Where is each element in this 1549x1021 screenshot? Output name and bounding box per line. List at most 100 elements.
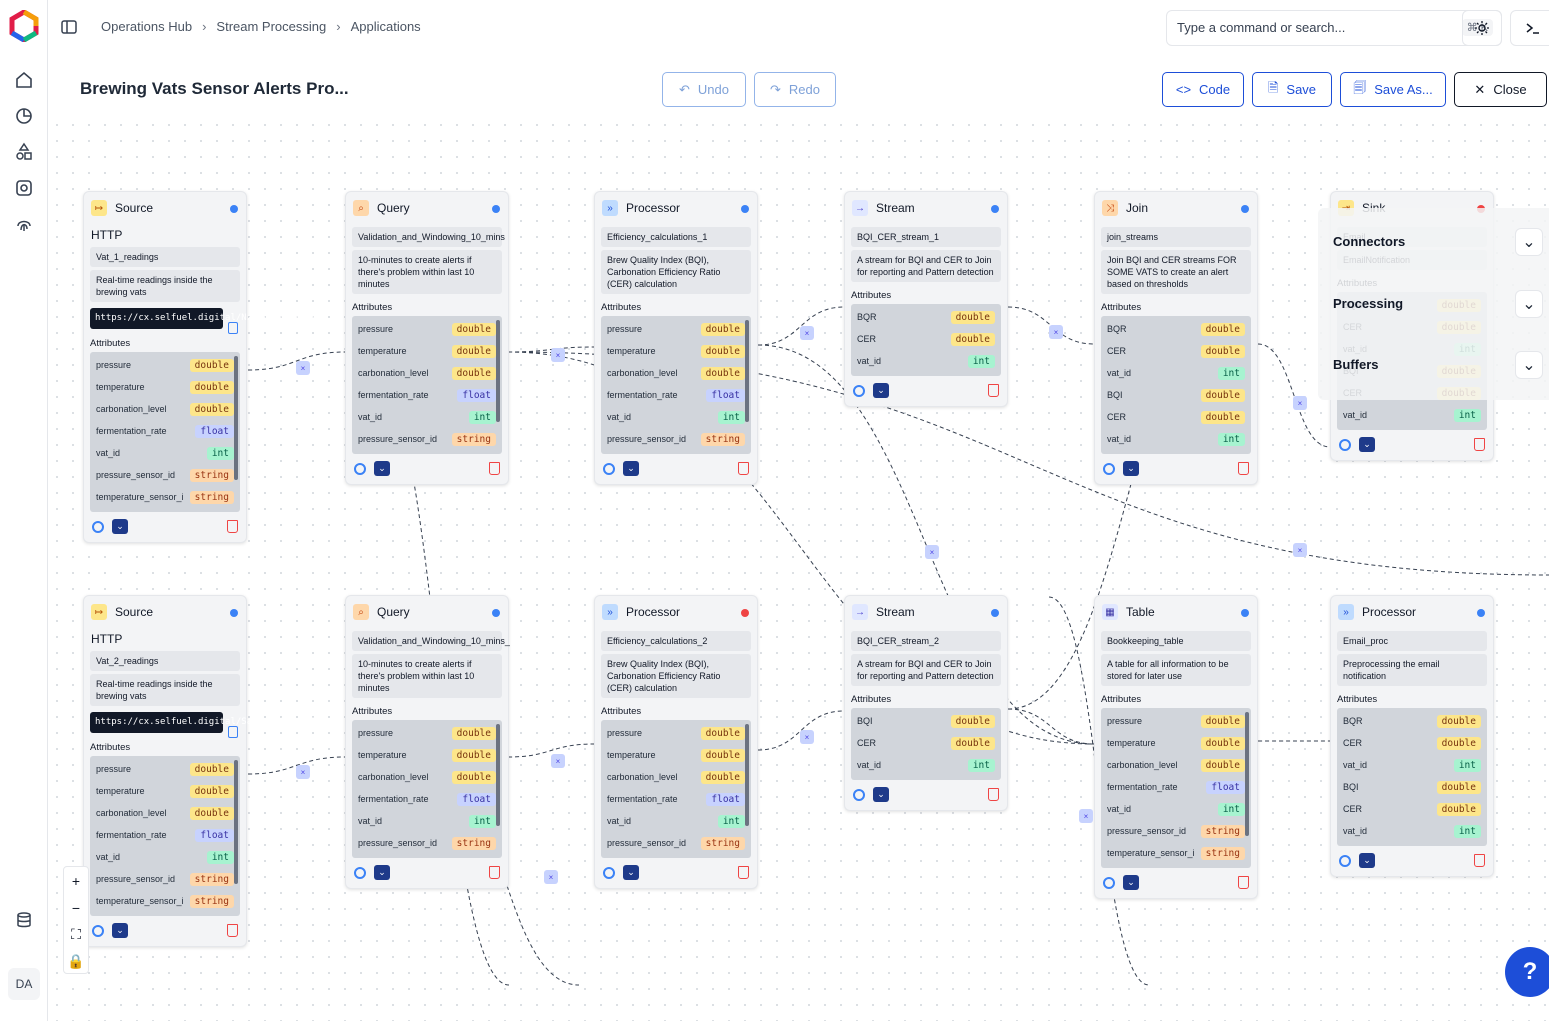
gear-icon[interactable] bbox=[853, 385, 865, 397]
edge-handle[interactable]: × bbox=[800, 730, 814, 744]
scrollbar[interactable] bbox=[496, 724, 500, 826]
code-button[interactable]: <>Code bbox=[1162, 72, 1244, 107]
endpoint-url[interactable]: https://cx.selfuel.digital/NzWQvNBNaWhjz… bbox=[90, 308, 328, 329]
scrollbar[interactable] bbox=[496, 320, 500, 422]
chevron-down-icon[interactable]: ⌄ bbox=[374, 865, 390, 880]
copy-icon[interactable] bbox=[228, 322, 238, 334]
undo-button[interactable]: ↶Undo bbox=[662, 72, 746, 107]
gear-icon[interactable] bbox=[1339, 855, 1351, 867]
breadcrumb-item[interactable]: Stream Processing bbox=[216, 19, 327, 34]
gear-icon[interactable] bbox=[1103, 463, 1115, 475]
edge-handle[interactable]: × bbox=[551, 754, 565, 768]
chevron-down-icon[interactable]: ⌄ bbox=[623, 865, 639, 880]
analytics-icon[interactable] bbox=[14, 106, 34, 126]
connection-edge[interactable] bbox=[507, 743, 595, 758]
zoom-in-button[interactable]: + bbox=[71, 872, 81, 889]
scrollbar[interactable] bbox=[745, 724, 749, 826]
chevron-down-icon[interactable]: ⌄ bbox=[1359, 853, 1375, 868]
fingerprint-icon[interactable] bbox=[14, 214, 34, 234]
user-avatar[interactable]: DA bbox=[8, 968, 40, 1000]
gear-icon[interactable] bbox=[853, 789, 865, 801]
gear-icon[interactable] bbox=[354, 463, 366, 475]
node-description-field[interactable]: A table for all information to be stored… bbox=[1101, 654, 1251, 686]
trash-icon[interactable] bbox=[227, 924, 238, 937]
trash-icon[interactable] bbox=[227, 520, 238, 533]
app-logo-icon[interactable] bbox=[8, 10, 40, 42]
node-description-field[interactable]: Preprocessing the email notification bbox=[1337, 654, 1487, 686]
edge-handle[interactable]: × bbox=[544, 870, 558, 884]
chevron-down-icon[interactable]: ⌄ bbox=[112, 519, 128, 534]
node-name-field[interactable]: Vat_2_readings bbox=[90, 651, 240, 671]
node-name-field[interactable]: BQI_CER_stream_2 bbox=[851, 631, 1001, 651]
lock-button[interactable]: 🔒 bbox=[67, 953, 85, 969]
node-description-field[interactable]: A stream for BQI and CER to Join for rep… bbox=[851, 250, 1001, 282]
trash-icon[interactable] bbox=[738, 462, 749, 475]
node-name-field[interactable]: Efficiency_calculations_2 bbox=[601, 631, 751, 651]
breadcrumb-item[interactable]: Operations Hub bbox=[101, 19, 193, 34]
shapes-icon[interactable] bbox=[14, 142, 34, 162]
connection-edge[interactable] bbox=[1257, 343, 1331, 448]
terminal-button[interactable] bbox=[1510, 10, 1549, 46]
node-name-field[interactable]: Validation_and_Windowing_10_mins_ bbox=[352, 631, 510, 651]
gear-icon[interactable] bbox=[1339, 439, 1351, 451]
node-name-field[interactable]: Email_proc bbox=[1337, 631, 1487, 651]
scrollbar[interactable] bbox=[745, 320, 749, 422]
connection-edge[interactable] bbox=[757, 710, 845, 751]
chevron-down-icon[interactable]: ⌄ bbox=[1515, 351, 1543, 379]
gear-icon[interactable] bbox=[92, 521, 104, 533]
trash-icon[interactable] bbox=[738, 866, 749, 879]
node-description-field[interactable]: 10-minutes to create alerts if there's p… bbox=[352, 250, 502, 294]
gear-icon[interactable] bbox=[603, 867, 615, 879]
node-description-field[interactable]: Real-time readings inside the brewing va… bbox=[90, 674, 240, 706]
save-as-button[interactable]: 🗐Save As... bbox=[1340, 72, 1446, 107]
node-description-field[interactable]: Join BQI and CER streams FOR SOME VATS t… bbox=[1101, 250, 1251, 294]
endpoint-url[interactable]: https://cx.selfuel.digital/SatVgUPGd8aMA… bbox=[90, 712, 328, 733]
chevron-down-icon[interactable]: ⌄ bbox=[112, 923, 128, 938]
database-icon[interactable] bbox=[14, 910, 34, 930]
edge-handle[interactable]: × bbox=[1079, 809, 1093, 823]
node-description-field[interactable]: 10-minutes to create alerts if there's p… bbox=[352, 654, 502, 698]
chevron-down-icon[interactable]: ⌄ bbox=[1515, 290, 1543, 318]
scrollbar[interactable] bbox=[1245, 712, 1249, 836]
connection-edge[interactable] bbox=[757, 344, 1095, 745]
node-description-field[interactable]: Real-time readings inside the brewing va… bbox=[90, 270, 240, 302]
trash-icon[interactable] bbox=[1238, 876, 1249, 889]
connection-edge[interactable] bbox=[1007, 708, 1095, 745]
sidebar-toggle-icon[interactable] bbox=[60, 18, 78, 36]
help-button[interactable]: ? bbox=[1505, 947, 1549, 997]
zoom-out-button[interactable]: − bbox=[71, 899, 81, 916]
copy-icon[interactable] bbox=[228, 726, 238, 738]
chevron-down-icon[interactable]: ⌄ bbox=[1123, 461, 1139, 476]
save-button[interactable]: 🗎Save bbox=[1252, 72, 1332, 107]
edge-handle[interactable]: × bbox=[551, 348, 565, 362]
trash-icon[interactable] bbox=[1474, 438, 1485, 451]
trash-icon[interactable] bbox=[1474, 854, 1485, 867]
trash-icon[interactable] bbox=[1238, 462, 1249, 475]
node-description-field[interactable]: Brew Quality Index (BQI), Carbonation Ef… bbox=[601, 654, 751, 698]
chevron-down-icon[interactable]: ⌄ bbox=[623, 461, 639, 476]
home-icon[interactable] bbox=[14, 70, 34, 90]
edge-handle[interactable]: × bbox=[925, 545, 939, 559]
node-name-field[interactable]: Bookkeeping_table bbox=[1101, 631, 1251, 651]
close-button[interactable]: ✕Close bbox=[1454, 72, 1547, 107]
edge-handle[interactable]: × bbox=[296, 765, 310, 779]
trash-icon[interactable] bbox=[489, 462, 500, 475]
chevron-down-icon[interactable]: ⌄ bbox=[1359, 437, 1375, 452]
panel-section-processing[interactable]: Processing bbox=[1333, 296, 1404, 311]
chevron-down-icon[interactable]: ⌄ bbox=[873, 383, 889, 398]
command-search-input[interactable]: Type a command or search... ⌘ K bbox=[1166, 10, 1502, 46]
panel-section-buffers[interactable]: Buffers bbox=[1333, 357, 1379, 372]
chevron-down-icon[interactable]: ⌄ bbox=[873, 787, 889, 802]
panel-section-connectors[interactable]: Connectors bbox=[1333, 234, 1406, 249]
node-name-field[interactable]: Efficiency_calculations_1 bbox=[601, 227, 751, 247]
trash-icon[interactable] bbox=[988, 788, 999, 801]
edge-handle[interactable]: × bbox=[1293, 543, 1307, 557]
